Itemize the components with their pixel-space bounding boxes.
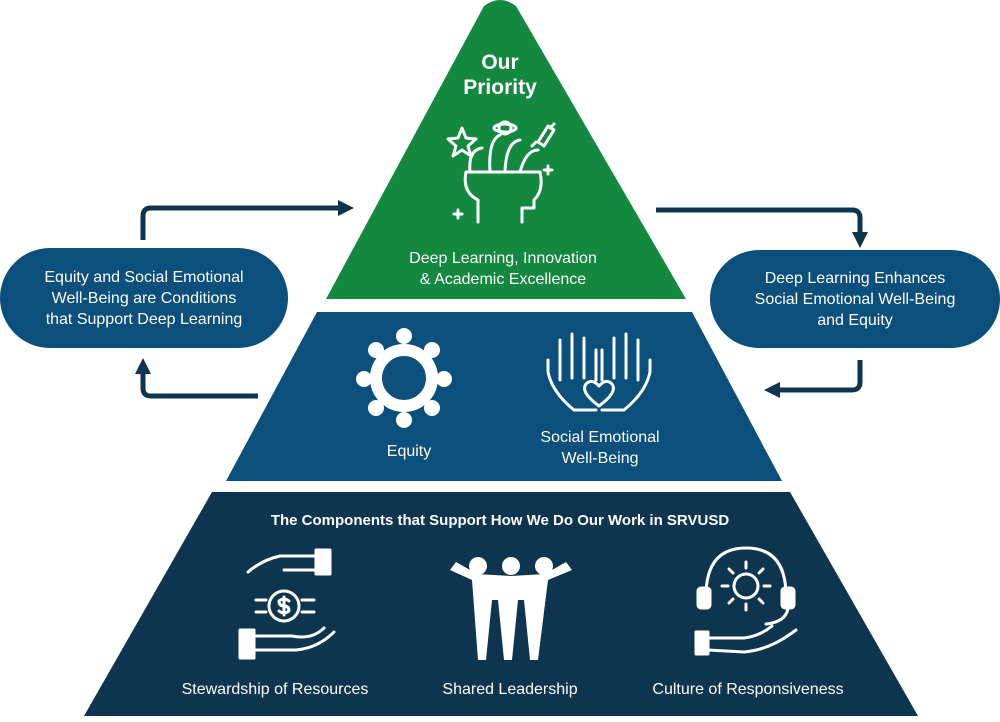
brain-ideas-icon — [446, 120, 556, 224]
tier-top-priority — [326, 0, 686, 299]
priority-title-line1: Our — [481, 51, 519, 74]
left-pill-line2: Well-Being are Conditions — [51, 289, 237, 307]
right-pill-line2: Social Emotional Well-Being — [754, 290, 956, 308]
tier-middle — [226, 312, 782, 481]
team-raised-arms-icon — [450, 557, 572, 660]
sewb-label-line1: Social Emotional — [540, 429, 660, 446]
responsiveness-label: Culture of Responsiveness — [652, 681, 844, 698]
right-pill-line1: Deep Learning Enhances — [764, 269, 946, 287]
right-pill-line3: and Equity — [817, 311, 893, 329]
priority-title: Our Priority — [430, 50, 570, 100]
left-pill-line1: Equity and Social Emotional — [44, 268, 244, 286]
equity-label: Equity — [386, 443, 432, 460]
priority-title-line2: Priority — [463, 76, 537, 99]
sewb-label: Social Emotional Well-Being — [510, 427, 690, 469]
right-pill: Deep Learning Enhances Social Emotional … — [710, 250, 1000, 348]
hands-heart-icon — [546, 332, 652, 412]
left-pill: Equity and Social Emotional Well-Being a… — [0, 248, 288, 348]
support-gear-hand-icon — [694, 546, 798, 656]
sewb-label-line2: Well-Being — [561, 450, 639, 467]
arrow-left-return — [134, 357, 258, 399]
arrow-right-down — [656, 207, 869, 249]
priority-label-line2: & Academic Excellence — [419, 271, 587, 288]
people-circle-icon — [356, 328, 452, 428]
left-pill-line3: that Support Deep Learning — [45, 310, 243, 328]
components-heading: The Components that Support How We Do Ou… — [270, 512, 730, 529]
hands-coin-icon — [238, 548, 336, 660]
shared-leadership-label: Shared Leadership — [442, 681, 578, 698]
stewardship-label: Stewardship of Resources — [181, 681, 369, 698]
arrow-right-return — [763, 360, 863, 399]
priority-label-line1: Deep Learning, Innovation — [409, 250, 597, 267]
priority-label: Deep Learning, Innovation & Academic Exc… — [360, 248, 646, 290]
arrow-left-up — [140, 199, 355, 240]
